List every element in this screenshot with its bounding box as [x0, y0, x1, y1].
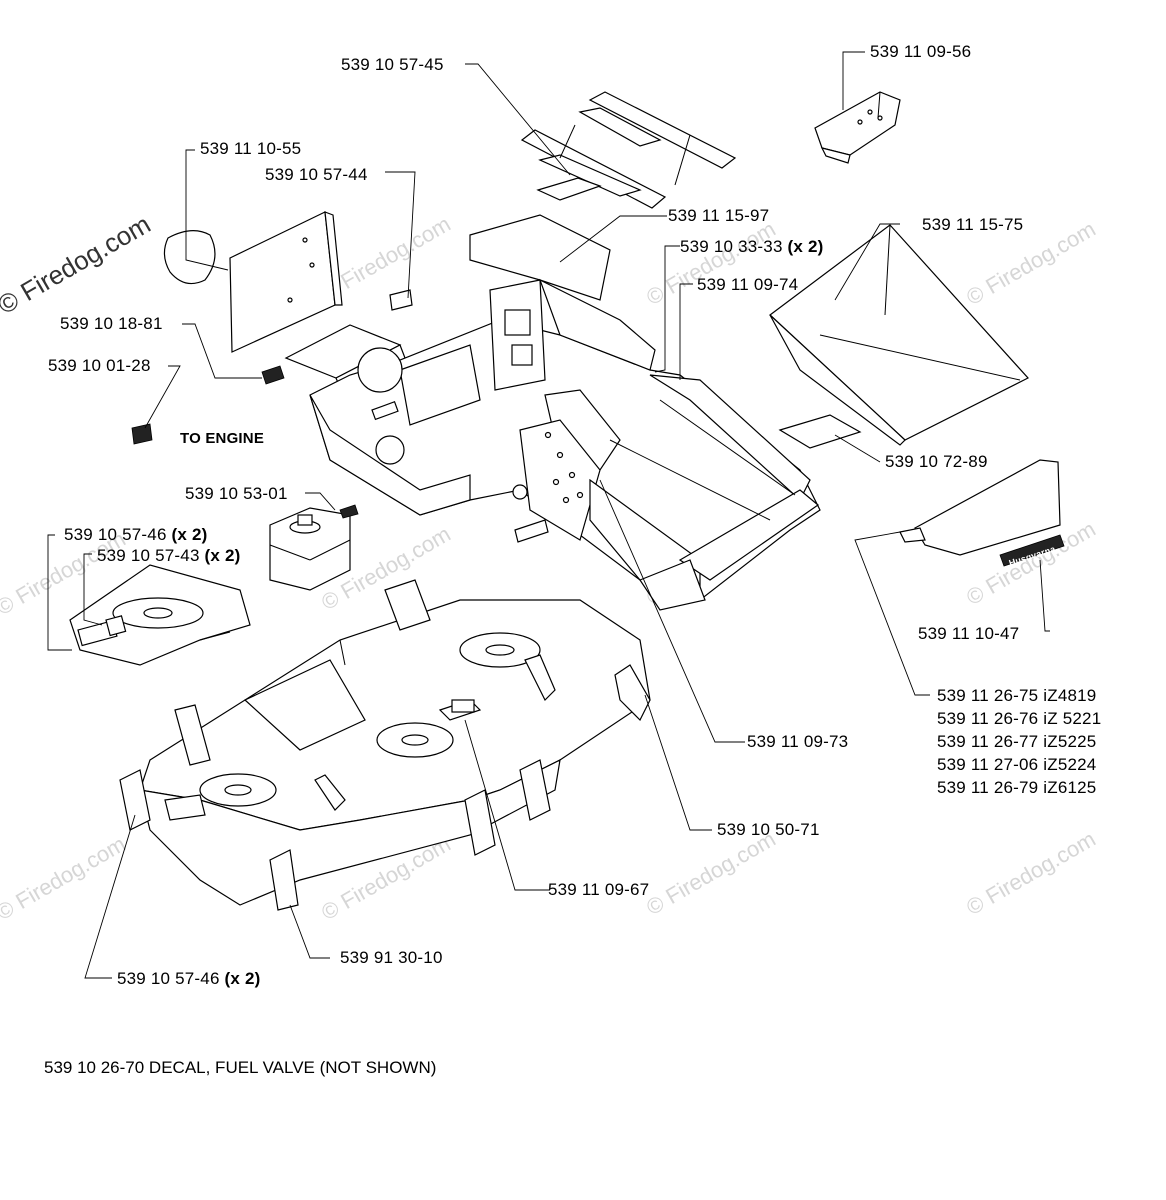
- decal-10-01-28: [131, 423, 153, 445]
- part-label-11-26-75: 539 11 26-75 iZ4819: [937, 686, 1097, 705]
- decal-11-10-55: [163, 230, 216, 285]
- part-number: 539 10 57-46: [64, 525, 167, 544]
- part-number: 539 10 57-43: [97, 546, 200, 565]
- part-label-11-26-76: 539 11 26-76 iZ 5221: [937, 709, 1102, 728]
- part-label-10-18-81: 539 10 18-81: [60, 314, 163, 333]
- part-label-10-57-46-top: 539 10 57-46 (x 2): [64, 525, 208, 545]
- quantity: (x 2): [204, 546, 241, 565]
- to-engine-label: TO ENGINE: [180, 430, 265, 447]
- part-label-10-57-45: 539 10 57-45: [341, 55, 444, 74]
- part-number: 539 10 57-46: [117, 969, 220, 988]
- side-panel-part: [769, 224, 1029, 449]
- seat-bracket-part: [520, 91, 737, 209]
- part-number: 539 10 33-33: [680, 237, 783, 256]
- part-label-11-09-73: 539 11 09-73: [747, 732, 849, 751]
- deck-plate-part: [69, 564, 251, 666]
- part-label-11-09-74: 539 11 09-74: [697, 275, 799, 294]
- footrest-cover-part: [899, 459, 1061, 556]
- part-label-11-15-75: 539 11 15-75: [922, 215, 1024, 234]
- husqvarna-decal-11-10-47: [999, 534, 1065, 567]
- part-label-11-27-06: 539 11 27-06 iZ5224: [937, 755, 1097, 774]
- leader-lines: [47, 51, 1050, 979]
- part-label-10-50-71: 539 10 50-71: [717, 820, 820, 839]
- part-label-10-57-46-bottom: 539 10 57-46 (x 2): [117, 969, 261, 989]
- part-label-11-26-77: 539 11 26-77 iZ5225: [937, 732, 1097, 751]
- rear-panel-part: [229, 211, 343, 353]
- quantity: (x 2): [787, 237, 824, 256]
- footnote: 539 10 26-70 DECAL, FUEL VALVE (NOT SHOW…: [44, 1058, 437, 1077]
- fuel-tank-part: [269, 504, 359, 591]
- quantity: (x 2): [171, 525, 208, 544]
- decal-10-57-44: [389, 289, 413, 311]
- part-label-11-09-67: 539 11 09-67: [548, 880, 650, 899]
- quantity: (x 2): [224, 969, 261, 988]
- part-label-11-15-97: 539 11 15-97: [668, 206, 770, 225]
- part-label-10-53-01: 539 10 53-01: [185, 484, 288, 503]
- part-label-10-57-44: 539 10 57-44: [265, 165, 368, 184]
- hinge-bracket-part: [814, 91, 901, 164]
- part-label-11-10-47: 539 11 10-47: [918, 624, 1020, 643]
- part-label-10-72-89: 539 10 72-89: [885, 452, 988, 471]
- part-label-10-01-28: 539 10 01-28: [48, 356, 151, 375]
- part-label-10-33-33: 539 10 33-33 (x 2): [680, 237, 824, 257]
- part-label-10-57-43: 539 10 57-43 (x 2): [97, 546, 241, 566]
- part-label-11-09-56: 539 11 09-56: [870, 42, 972, 61]
- mower-deck-part: [119, 579, 651, 911]
- part-label-91-30-10: 539 91 30-10: [340, 948, 443, 967]
- part-label-11-10-55: 539 11 10-55: [200, 139, 302, 158]
- part-label-11-26-79: 539 11 26-79 iZ6125: [937, 778, 1097, 797]
- decal-10-18-81: [261, 365, 285, 385]
- main-frame-part: [309, 214, 821, 611]
